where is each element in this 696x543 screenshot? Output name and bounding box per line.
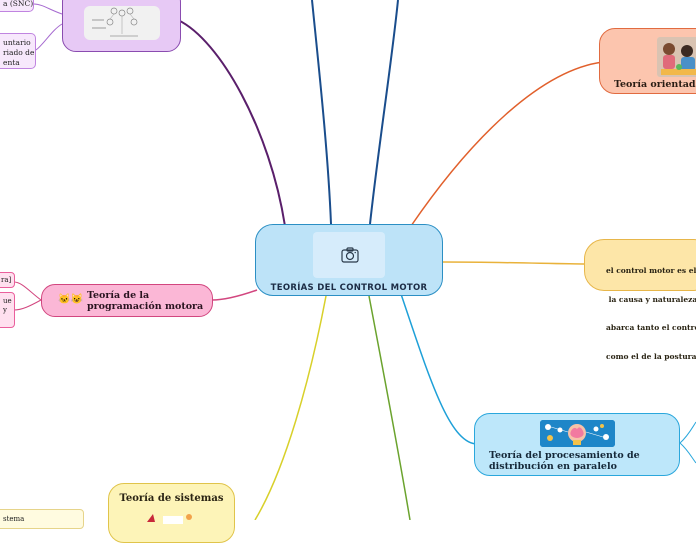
pink-leaf-1[interactable]: ra] [0, 272, 15, 288]
camera-icon [341, 247, 359, 263]
parallel-processing-line-1: Teoría del procesamiento de [489, 450, 640, 461]
motor-programming-line-2: programación motora [87, 300, 204, 312]
motor-programming-node[interactable]: 🐱😺 Teoría de la programación motora [41, 284, 213, 317]
link-pink [211, 289, 258, 301]
purple-leaf-2-line-1: untario [3, 38, 31, 47]
link-yellow-right [442, 261, 587, 265]
parallel-processing-line-2: distribución en paralelo [489, 461, 617, 472]
brain-illustration [540, 420, 615, 447]
pink-leaf-2-line-2: y [3, 306, 7, 314]
parallel-processing-node[interactable]: Teoría del procesamiento de distribución… [474, 413, 680, 476]
link-cyan [400, 293, 479, 445]
link-green [368, 295, 411, 520]
systems-thumbnail [147, 514, 192, 524]
definition-line-3: abarca tanto el control [606, 323, 696, 332]
pink-leaf-2-line-1: ue [3, 297, 12, 305]
children-photo [657, 37, 696, 77]
diagram-thumbnail [84, 6, 160, 40]
link-blue-leaf-2 [679, 442, 696, 464]
parallel-processing-label: Teoría del procesamiento de distribución… [489, 450, 640, 472]
pink-leaf-1-text: ra] [1, 276, 12, 284]
link-purple-leaf-1 [33, 3, 63, 15]
cat-emoji: 🐱😺 [58, 294, 83, 305]
link-blue-right [369, 0, 399, 225]
link-orange [410, 61, 604, 227]
systems-leaf[interactable]: stema [0, 509, 84, 529]
link-yellow-left [254, 295, 327, 520]
central-topic-label: TEORÍAS DEL CONTROL MOTOR [270, 283, 428, 293]
link-pink-leaf-1 [13, 281, 42, 301]
definition-line-1: el control motor es el e [606, 266, 696, 275]
link-blue-leaf-1 [679, 421, 696, 444]
systems-theory-node[interactable]: Teoría de sistemas [108, 483, 235, 543]
link-purple [177, 19, 286, 227]
theory-oriented-label: Teoría orientada [614, 79, 696, 90]
definition-line-2: la causa y naturaleza d [606, 294, 696, 304]
connector-lines [13, 0, 696, 520]
purple-leaf-2-line-2: riado de [3, 48, 35, 57]
motor-programming-line-1: Teoría de la [87, 290, 150, 301]
link-purple-leaf-2 [35, 23, 63, 51]
purple-leaf-2-line-3: enta [3, 58, 20, 67]
link-pink-leaf-2 [13, 299, 42, 311]
purple-leaf-1-text: a (SNC) [3, 0, 34, 8]
theory-oriented-node[interactable]: Teoría orientada [599, 28, 696, 94]
systems-theory-label: Teoría de sistemas [119, 493, 224, 504]
motor-programming-label: Teoría de la programación motora [87, 290, 204, 312]
purple-leaf-1[interactable]: a (SNC) [0, 0, 34, 12]
purple-topic[interactable] [62, 0, 181, 52]
purple-leaf-2[interactable]: untario riado de enta [0, 33, 36, 69]
systems-leaf-text: stema [3, 515, 25, 523]
pink-leaf-2[interactable]: ue y [0, 292, 15, 328]
definition-line-4: como el de la postura [606, 351, 696, 361]
definition-node[interactable]: el control motor es el e la causa y natu… [584, 239, 696, 361]
central-topic[interactable]: TEORÍAS DEL CONTROL MOTOR [255, 224, 443, 296]
image-placeholder [313, 232, 385, 278]
link-blue-left [311, 0, 332, 225]
